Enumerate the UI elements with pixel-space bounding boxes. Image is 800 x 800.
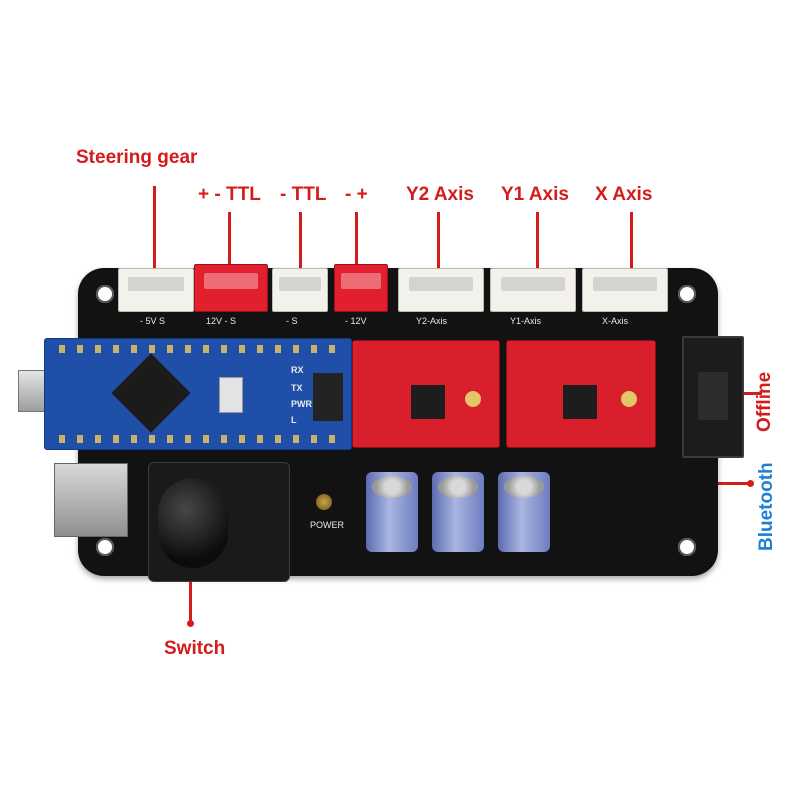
silk-x-axis: X-Axis [602,316,629,326]
leader-y1 [536,212,539,270]
capacitor-3 [498,472,550,552]
leader-minus-plus [355,212,358,270]
silk-12v-s: 12V - S [206,316,237,326]
stepper-driver-2 [506,340,656,448]
connector-ttl-12v [194,264,268,312]
label-minus-plus: - + [345,184,368,205]
nano-pwr-label: PWR [291,399,312,409]
label-bluetooth: Bluetooth [756,462,777,551]
nano-l-label: L [291,415,297,425]
label-y2-axis: Y2 Axis [406,184,474,205]
label-switch: Switch [164,638,226,659]
silk-5v: - 5V S [140,316,166,326]
nano-rx-label: RX [291,365,304,375]
pin-row-bottom [59,435,343,443]
idc-notch [698,372,728,420]
leader-ttl-plus-minus [228,212,231,270]
leader-bluetooth-dot [747,480,754,487]
mcu-chip [111,353,191,433]
connector-y2-axis [398,268,484,312]
leader-offline [740,392,762,395]
label-y1-axis: Y1 Axis [501,184,569,205]
leader-switch [189,548,192,624]
leader-steering-gear [153,186,156,270]
arduino-nano: RX TX PWR L [44,338,352,450]
icsp-header [313,373,343,421]
silk-y2-axis: Y2-Axis [416,316,448,326]
connector-x-axis [582,268,668,312]
label-steering-gear: Steering gear [76,147,198,168]
connector-y1-axis [490,268,576,312]
driver-chip-2 [563,385,597,419]
driver-pot-2 [621,391,637,407]
power-led [316,494,332,510]
leader-y2 [437,212,440,270]
capacitor-1-top [372,476,412,498]
silk-minus-s: - S [286,316,298,326]
mount-hole-top-right [678,285,696,303]
mount-hole-top-left [96,285,114,303]
connector-steering-gear [118,268,194,312]
leader-ttl-minus [299,212,302,270]
joystick-switch [158,478,228,568]
capacitor-2 [432,472,484,552]
silk-y1-axis: Y1-Axis [510,316,542,326]
connector-12v-power [334,264,388,312]
leader-x [630,212,633,270]
offline-header [682,336,744,458]
stepper-driver-1 [352,340,500,448]
label-ttl-plus-minus: + - TTL [198,184,261,205]
mount-hole-bottom-right [678,538,696,556]
mount-hole-bottom-left [96,538,114,556]
pin-row-top [59,345,343,353]
capacitor-1 [366,472,418,552]
capacitor-2-top [438,476,478,498]
usb-b-port [54,463,128,537]
label-offline: Offline [754,371,775,432]
connector-ttl [272,268,328,312]
silk-power: POWER [310,520,345,530]
nano-tx-label: TX [291,383,303,393]
capacitor-3-top [504,476,544,498]
label-ttl-minus: - TTL [280,184,327,205]
leader-switch-dot [187,620,194,627]
driver-chip-1 [411,385,445,419]
silk-12v: - 12V [345,316,367,326]
label-x-axis: X Axis [595,184,653,205]
driver-pot-1 [465,391,481,407]
reset-button [219,377,243,413]
